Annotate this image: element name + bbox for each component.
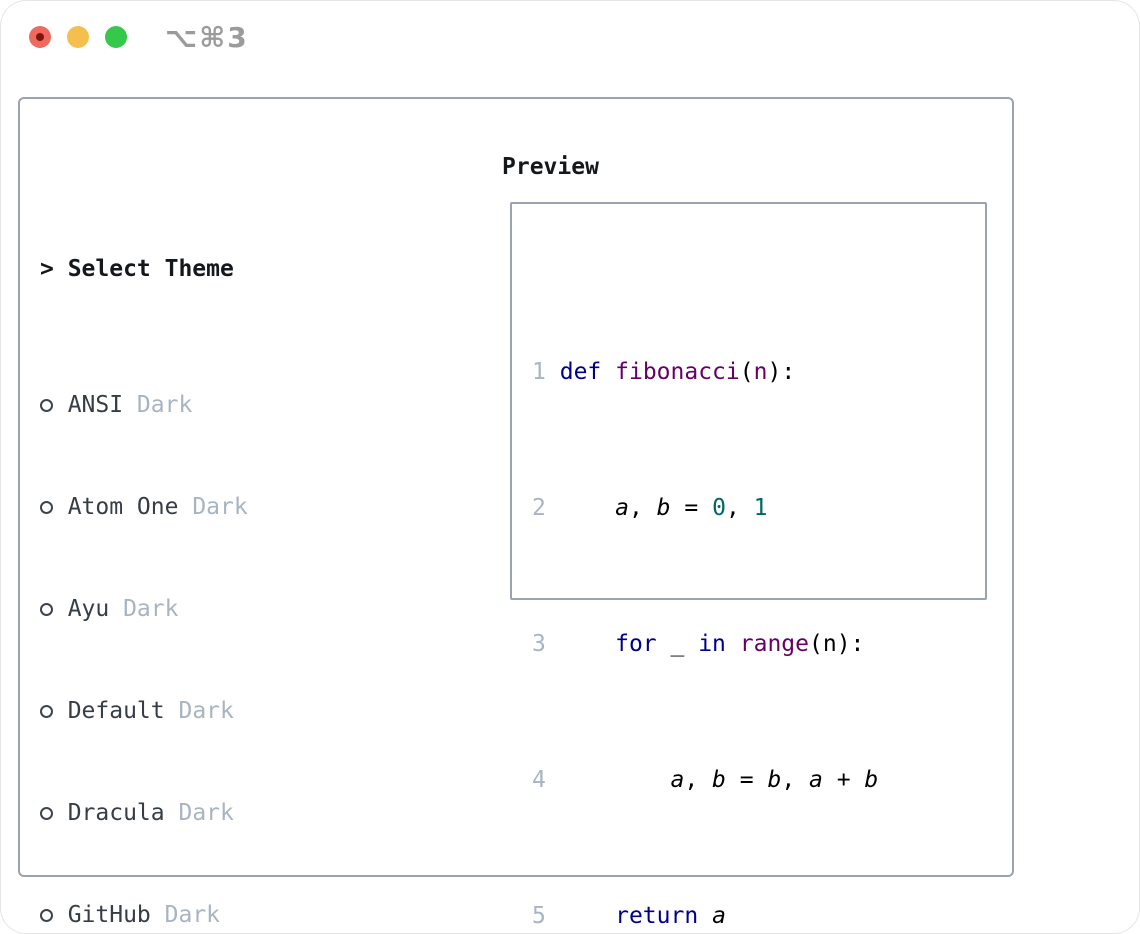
theme-name-label: GitHub: [67, 902, 151, 928]
variable-token: a: [670, 767, 685, 793]
titlebar: ⌥⌘3: [0, 0, 1140, 74]
radio-unselected-icon: [40, 399, 53, 412]
theme-variant-label: Dark: [123, 596, 179, 622]
variable-token: b: [864, 767, 879, 793]
radio-unselected-icon: [40, 501, 53, 514]
keyword-token: return: [615, 903, 699, 929]
line-number: 5: [532, 903, 546, 929]
variable-token: b: [656, 495, 671, 521]
window-title: ⌥⌘3: [165, 21, 249, 54]
radio-unselected-icon: [40, 807, 53, 820]
preview-title: Preview: [502, 154, 599, 180]
radio-unselected-icon: [40, 705, 53, 718]
theme-variant-label: Dark: [164, 902, 221, 928]
theme-option-ansi-dark[interactable]: ANSI Dark: [40, 388, 428, 422]
minimize-button[interactable]: [67, 26, 89, 48]
function-token: fibonacci: [615, 359, 740, 385]
theme-variant-label: Dark: [136, 392, 193, 418]
variable-token: b: [767, 767, 782, 793]
variable-token: b: [712, 767, 726, 793]
close-button[interactable]: [29, 26, 51, 48]
select-theme-title: Select Theme: [67, 256, 234, 282]
prompt-icon: >: [40, 256, 54, 282]
close-dot-icon: [36, 33, 44, 41]
line-number: 2: [532, 495, 546, 521]
theme-option-default-dark[interactable]: Default Dark: [40, 694, 428, 728]
theme-variant-label: Dark: [178, 698, 234, 724]
theme-option-ayu-dark[interactable]: Ayu Dark: [40, 592, 428, 626]
theme-name-label: Ayu: [67, 596, 110, 622]
theme-variant-label: Dark: [178, 800, 234, 826]
preview-panel: 1 def fibonacci(n): 2 a, b = 0, 1 3 for …: [510, 202, 987, 929]
keyword-token: in: [698, 631, 726, 657]
code-block: 1 def fibonacci(n): 2 a, b = 0, 1 3 for …: [532, 253, 961, 934]
param-token: n: [753, 359, 768, 385]
select-theme-header: > Select Theme: [40, 252, 428, 286]
theme-option-github-dark[interactable]: GitHub Dark: [40, 898, 428, 932]
theme-variant-label: Dark: [192, 494, 248, 520]
theme-option-dracula-dark[interactable]: Dracula Dark: [40, 796, 428, 830]
theme-name-label: Atom One: [67, 494, 179, 520]
zoom-button[interactable]: [105, 26, 127, 48]
code-line-4: 4 a, b = b, a + b: [532, 767, 879, 793]
keyword-token: def: [559, 359, 602, 385]
radio-unselected-icon: [40, 909, 53, 922]
theme-option-atom-one-dark[interactable]: Atom One Dark: [40, 490, 428, 524]
code-line-5: 5 return a: [532, 899, 961, 933]
variable-token: a: [712, 903, 726, 929]
code-line-3: 3 for _ in range(n):: [532, 631, 865, 657]
function-token: range: [739, 631, 810, 657]
theme-name-label: Default: [67, 698, 165, 724]
number-token: 0: [712, 495, 726, 521]
theme-name-label: Dracula: [67, 800, 165, 826]
line-number: 3: [532, 631, 546, 657]
variable-token: a: [615, 495, 629, 521]
keyword-token: for: [615, 631, 657, 657]
code-line-1: 1 def fibonacci(n):: [532, 359, 796, 385]
theme-name-label: ANSI: [67, 392, 124, 418]
line-number: 1: [532, 359, 546, 385]
code-line-2: 2 a, b = 0, 1: [532, 495, 768, 521]
radio-unselected-icon: [40, 603, 53, 616]
number-token: 1: [753, 495, 768, 521]
line-number: 4: [532, 767, 546, 793]
variable-token: a: [809, 767, 823, 793]
